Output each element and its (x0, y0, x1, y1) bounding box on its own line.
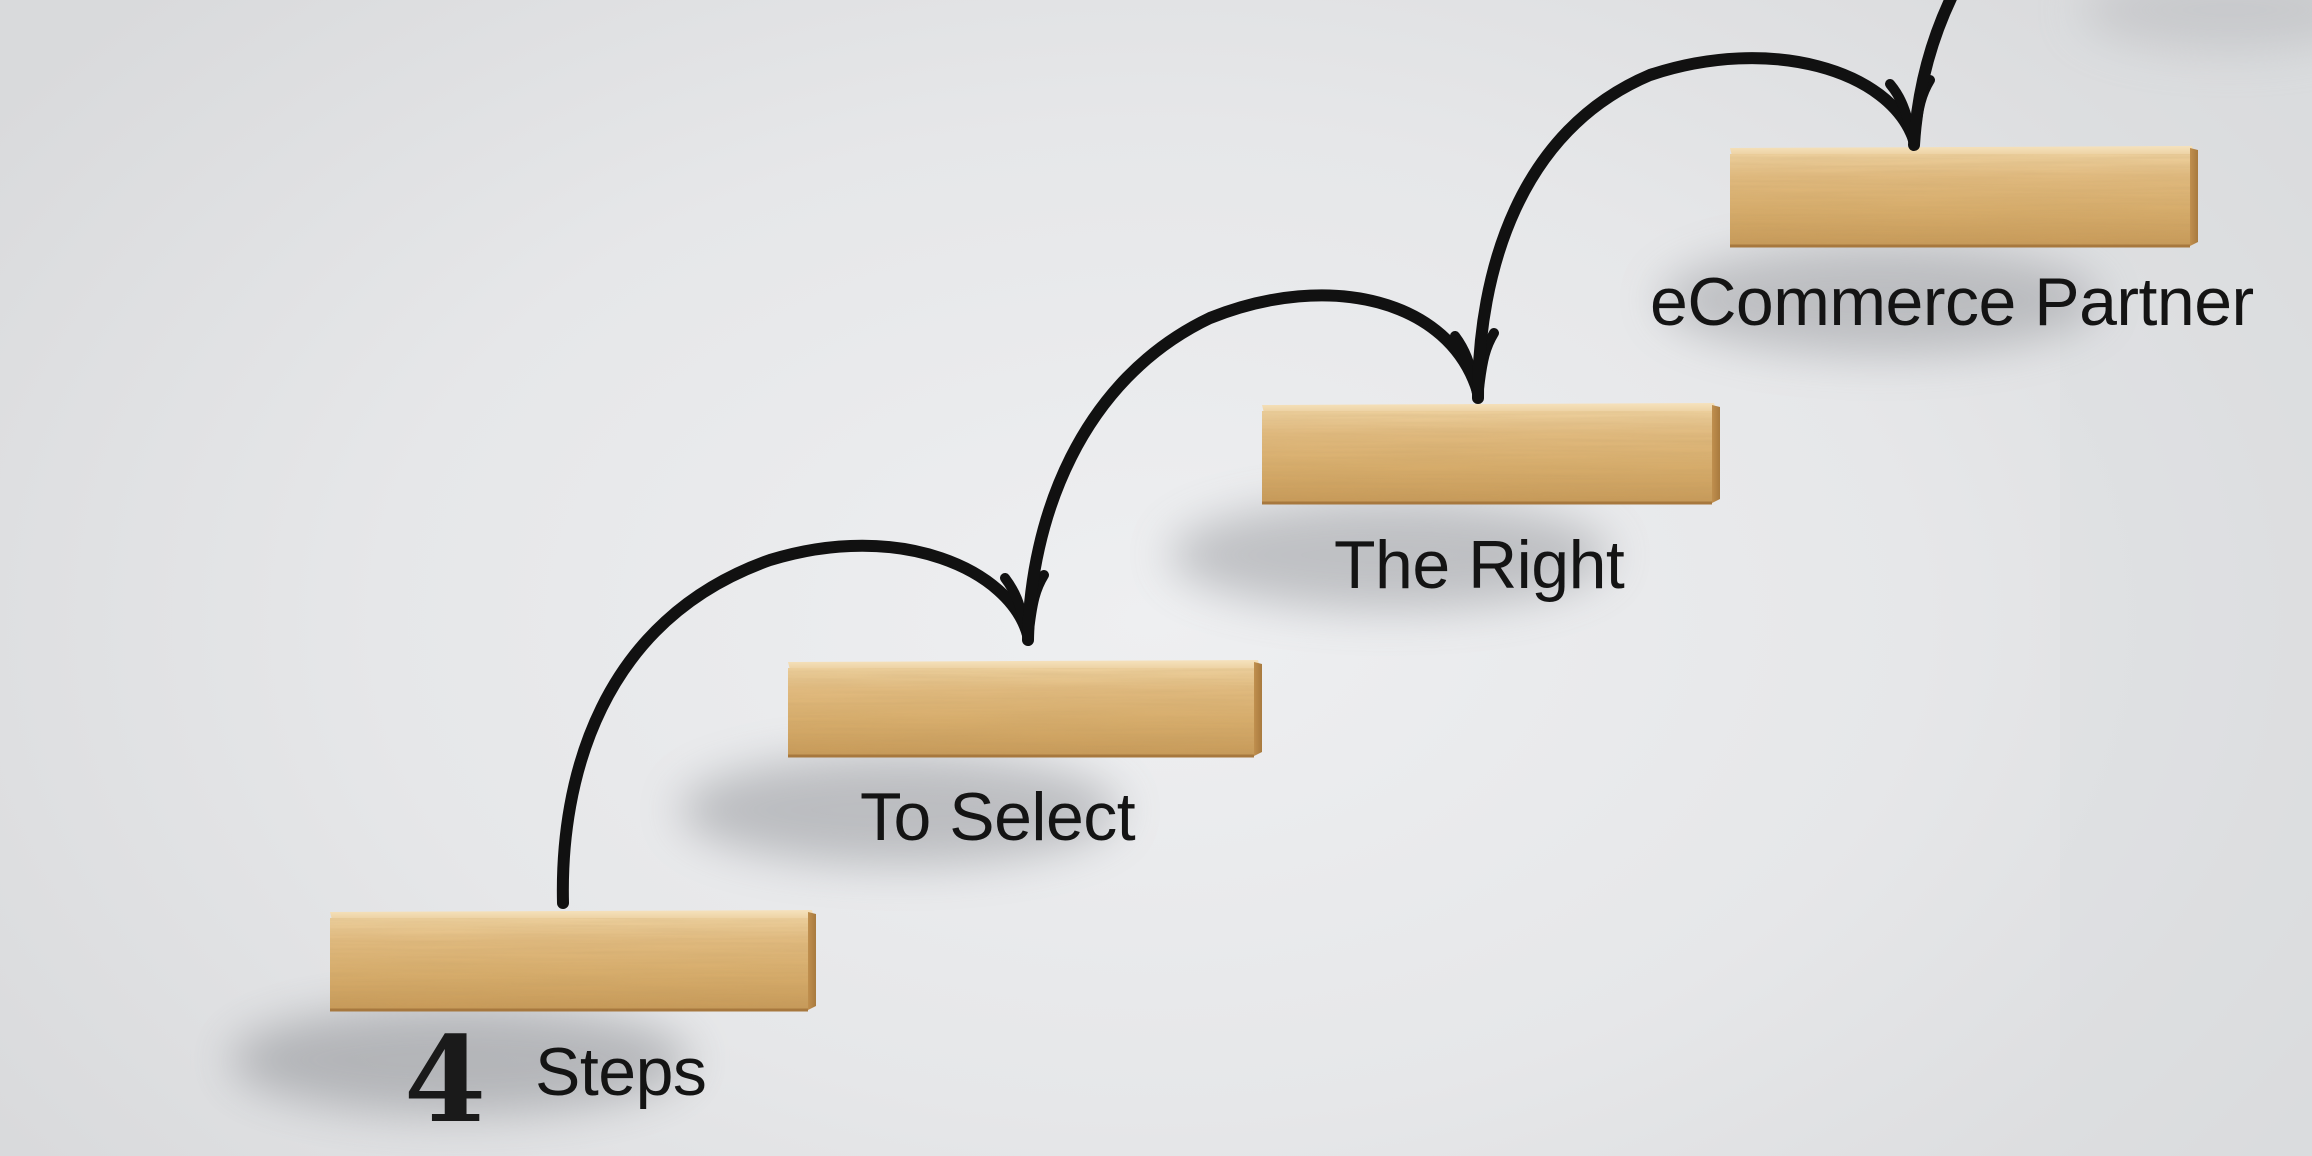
step-block-3 (1170, 403, 1720, 610)
top-step-shadow (2080, 0, 2312, 50)
step-block-2 (680, 660, 1262, 865)
caption-word-ecommerce-partner: eCommerce Partner (1650, 264, 2254, 340)
caption-word-to-select: To Select (860, 779, 1136, 855)
caption-word-the-right: The Right (1334, 527, 1625, 603)
step-block-4 (1660, 146, 2198, 355)
caption-word-steps: Steps (535, 1034, 707, 1110)
step-count-number: 4 (404, 1010, 487, 1149)
curved-hop-arrow-icon (556, 0, 1957, 909)
step-block-1 (230, 910, 816, 1115)
